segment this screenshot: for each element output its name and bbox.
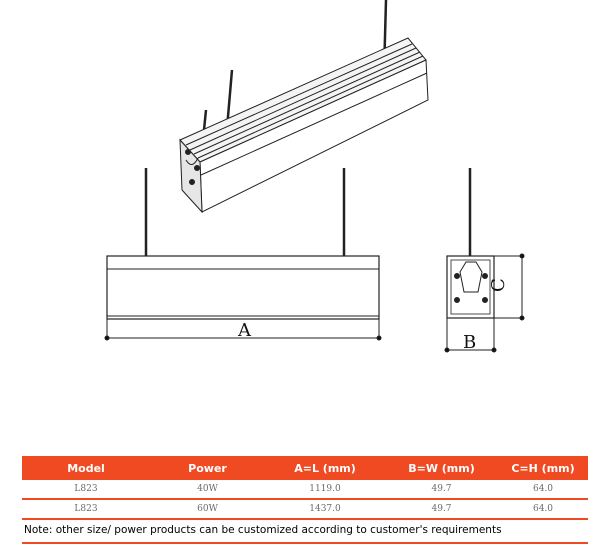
iso-end-screw-3 [194, 165, 200, 171]
side-dim-b-dot-left [444, 347, 450, 353]
side-screw-4 [482, 297, 488, 303]
table-row: L823 60W 1437.0 49.7 64.0 [22, 500, 588, 520]
spec-table: Model Power A=L (mm) B=W (mm) C=H (mm) L… [22, 456, 588, 544]
header-height: C=H (mm) [511, 461, 575, 475]
iso-top-rail-3 [193, 51, 421, 155]
dimension-label-b: B [463, 332, 476, 353]
cell-length: 1119.0 [309, 484, 341, 494]
cell-length: 1437.0 [309, 504, 341, 514]
cell-model: L823 [74, 504, 98, 514]
iso-end-cap [179, 138, 203, 214]
technical-drawing-svg: A B C [104, 0, 525, 353]
iso-front-line [200, 72, 428, 176]
side-body [446, 255, 495, 319]
table-note: Note: other size/ power products can be … [22, 520, 588, 544]
side-screw-1 [454, 273, 460, 279]
iso-top-rail-4 [197, 55, 424, 159]
header-model: Model [67, 461, 105, 475]
spec-table-header: Model Power A=L (mm) B=W (mm) C=H (mm) [22, 456, 588, 480]
side-dim-c-dot-top [519, 253, 525, 259]
table-row: L823 40W 1119.0 49.7 64.0 [22, 480, 588, 500]
front-dim-dot-left [104, 335, 110, 341]
cell-power: 40W [197, 484, 218, 494]
side-screw-3 [454, 297, 460, 303]
iso-top-rail-1 [185, 43, 413, 146]
cell-height: 64.0 [532, 484, 554, 494]
cell-width: 49.7 [431, 484, 452, 494]
dimension-label-a: A [237, 320, 252, 341]
side-dim-b-dot-right [491, 347, 497, 353]
cell-width: 49.7 [431, 504, 452, 514]
side-screw-2 [482, 273, 488, 279]
front-view [104, 168, 382, 341]
iso-end-screw-2 [189, 179, 195, 185]
cell-height: 64.0 [532, 504, 554, 514]
isometric-view [179, 0, 429, 214]
side-dim-c-dot-bottom [519, 315, 525, 321]
side-inner [450, 259, 491, 315]
cell-power: 60W [197, 504, 218, 514]
front-body [106, 255, 380, 320]
technical-drawing: A B C [104, 0, 525, 353]
header-length: A=L (mm) [294, 461, 356, 475]
header-power: Power [188, 461, 227, 475]
side-view [444, 168, 525, 353]
iso-end-screw-1 [185, 149, 191, 155]
iso-top-rail-2 [189, 47, 417, 151]
side-profile-shape [459, 261, 483, 293]
dimension-label-c: C [488, 278, 509, 292]
header-width: B=W (mm) [408, 461, 475, 475]
iso-end-curve [185, 157, 199, 165]
front-dim-dot-right [376, 335, 382, 341]
cell-model: L823 [74, 484, 98, 494]
